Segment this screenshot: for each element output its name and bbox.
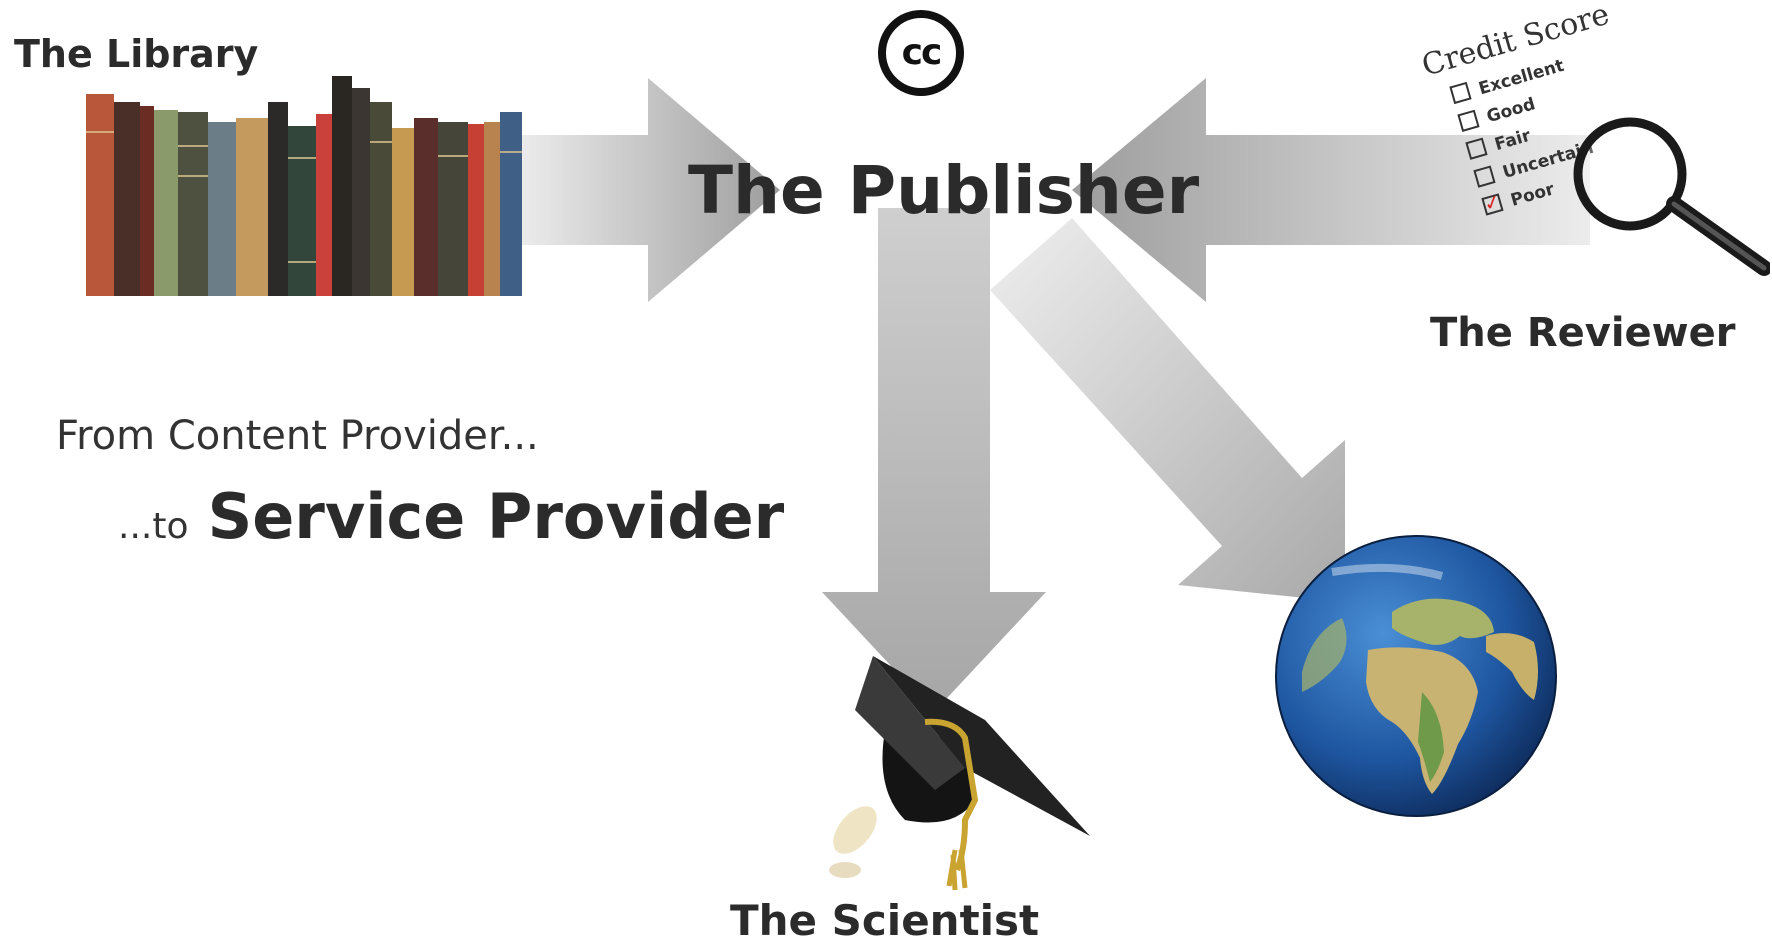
- publisher-label: The Publisher: [688, 152, 1200, 229]
- tagline-prefix: ...to: [118, 506, 189, 547]
- scientist-label: The Scientist: [730, 896, 1040, 945]
- arrow-library-to-publisher: [520, 78, 780, 302]
- reviewer-label: The Reviewer: [1430, 310, 1736, 356]
- checkmark-icon: ✓: [1480, 188, 1504, 217]
- arrow-publisher-to-scientist: [822, 208, 1046, 712]
- arrow-publisher-to-world: [990, 218, 1345, 602]
- graduation-cap-image: [829, 656, 1090, 891]
- library-label: The Library: [14, 32, 259, 76]
- books-image: [86, 76, 522, 296]
- tagline-emphasis: Service Provider: [207, 480, 785, 553]
- magnifier-icon: [1573, 117, 1770, 276]
- tagline-to: ...to Service Provider: [118, 480, 784, 553]
- earth-globe-image: [1275, 535, 1557, 817]
- cc-logo: cc: [878, 10, 964, 96]
- tagline-from: From Content Provider...: [56, 413, 539, 459]
- arrow-reviewer-to-publisher: [1072, 78, 1590, 302]
